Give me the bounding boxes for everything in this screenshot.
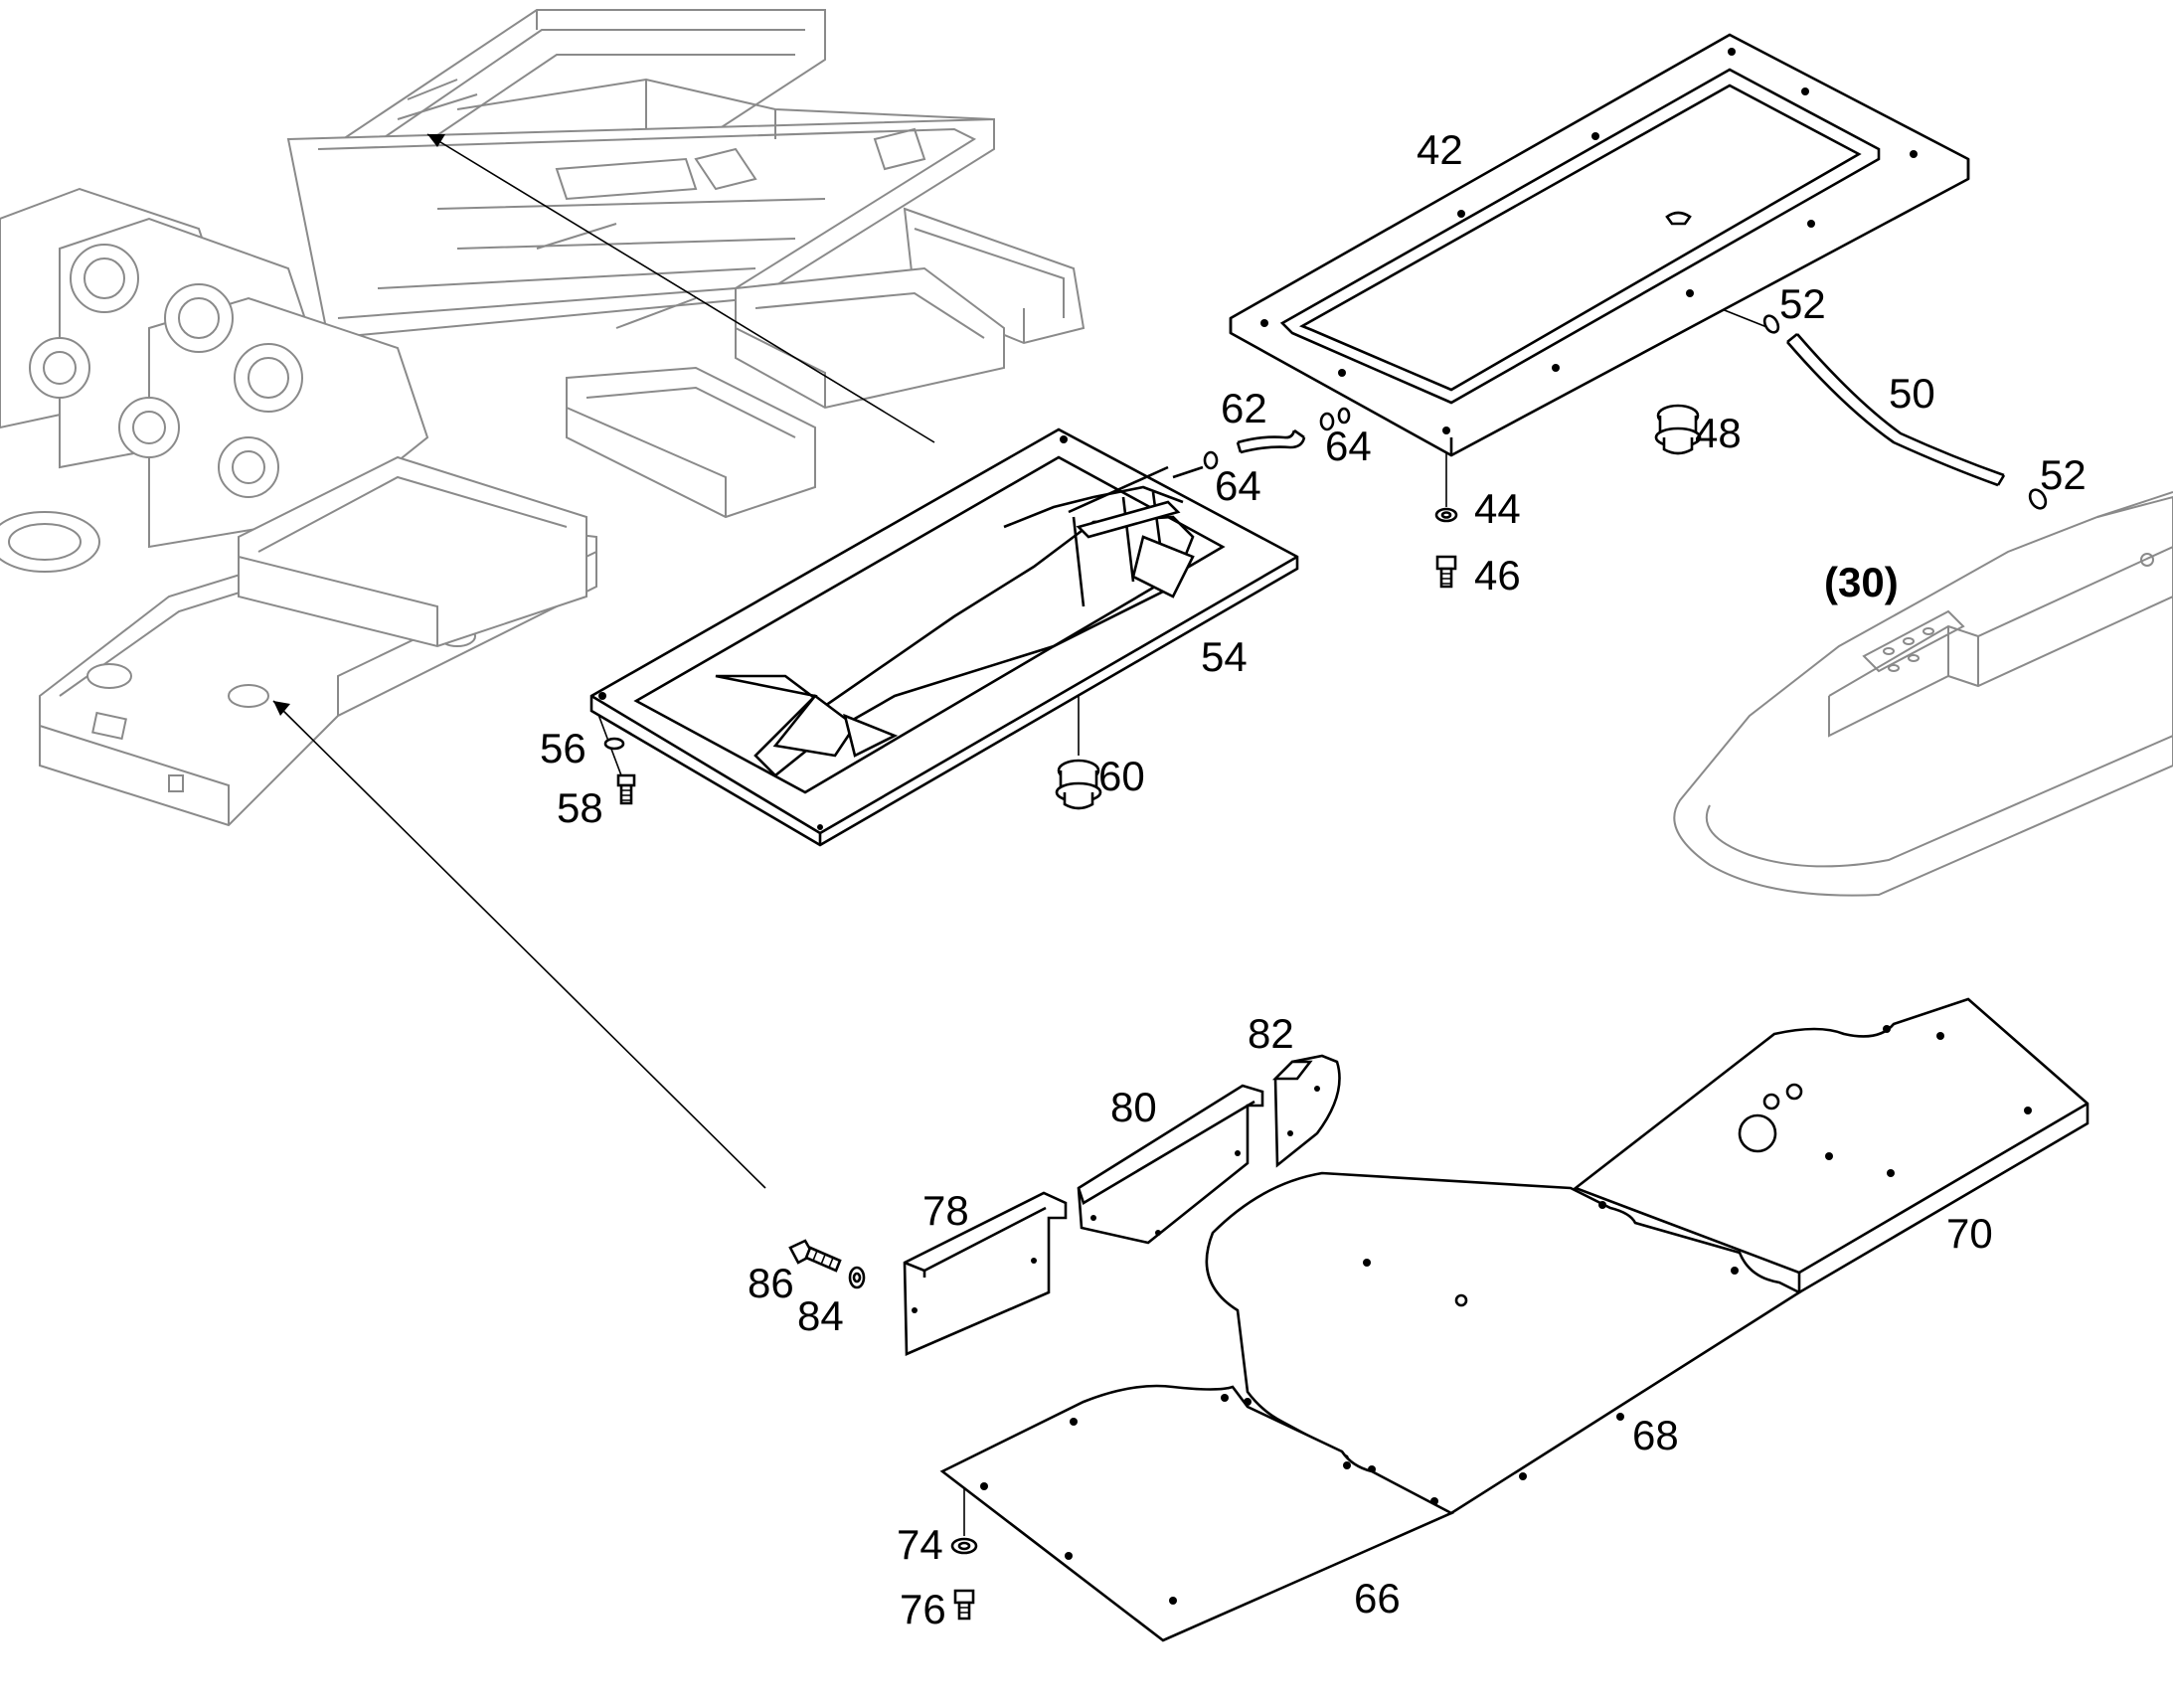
callout-56: 56 <box>540 725 586 771</box>
part-52-clamp-upper <box>1762 314 1780 334</box>
part-42-cover-plate <box>1229 33 1970 457</box>
part-48-grommet <box>1654 404 1702 455</box>
callout-66: 66 <box>1354 1575 1401 1622</box>
callout-74: 74 <box>897 1521 943 1568</box>
part-50-hose <box>1786 332 2006 487</box>
callout-44: 44 <box>1474 485 1521 532</box>
part-86-bolt <box>788 1239 842 1273</box>
callout-60: 60 <box>1098 753 1145 799</box>
part-52-clamp-lower <box>2028 488 2048 510</box>
callout-62: 62 <box>1221 385 1267 431</box>
part-54-floor-plate <box>589 427 1299 847</box>
callout-42: 42 <box>1417 126 1463 173</box>
part-74-washer <box>950 1537 978 1555</box>
callout-50: 50 <box>1889 370 1935 417</box>
callout-68: 68 <box>1632 1412 1679 1458</box>
callout-30: (30) <box>1824 559 1899 605</box>
part-58-bolt <box>616 773 636 805</box>
callout-52-lower: 52 <box>2040 451 2087 498</box>
machine-frame <box>0 9 1086 827</box>
callout-64-upper: 64 <box>1325 423 1372 469</box>
callout-84: 84 <box>797 1292 844 1339</box>
callout-78: 78 <box>922 1187 969 1234</box>
callout-58: 58 <box>557 784 603 831</box>
callout-80: 80 <box>1110 1084 1157 1130</box>
part-46-bolt <box>1435 555 1457 589</box>
part-66-floor-panel <box>939 1384 1454 1642</box>
part-44-washer <box>1434 507 1458 523</box>
part-82-end-plate <box>1271 1054 1341 1168</box>
part-56-washer <box>603 737 625 751</box>
callout-labels: 42 52 50 52 48 44 46 62 64 64 54 56 58 6… <box>540 126 2087 1632</box>
part-76-bolt <box>953 1589 975 1621</box>
part-80-guard <box>1077 1084 1264 1245</box>
callout-54: 54 <box>1201 633 1248 680</box>
callout-64-lower: 64 <box>1215 462 1261 509</box>
callout-82: 82 <box>1248 1010 1294 1057</box>
callout-48: 48 <box>1695 410 1742 456</box>
part-64-washer-lower <box>1203 450 1219 470</box>
reference-30-tank <box>1673 491 2173 897</box>
callout-76: 76 <box>900 1586 946 1632</box>
part-62-hose <box>1236 428 1306 454</box>
callout-52-upper: 52 <box>1779 280 1826 327</box>
part-78-guard <box>903 1191 1068 1356</box>
leader-lines <box>272 133 1770 1536</box>
callout-70: 70 <box>1946 1210 1993 1257</box>
part-60-grommet <box>1055 759 1102 810</box>
part-84-washer <box>848 1266 866 1289</box>
callout-86: 86 <box>748 1260 794 1306</box>
callout-46: 46 <box>1474 552 1521 598</box>
part-70-side-cover <box>1573 997 2089 1295</box>
part-64-washer-upper <box>1319 407 1351 431</box>
